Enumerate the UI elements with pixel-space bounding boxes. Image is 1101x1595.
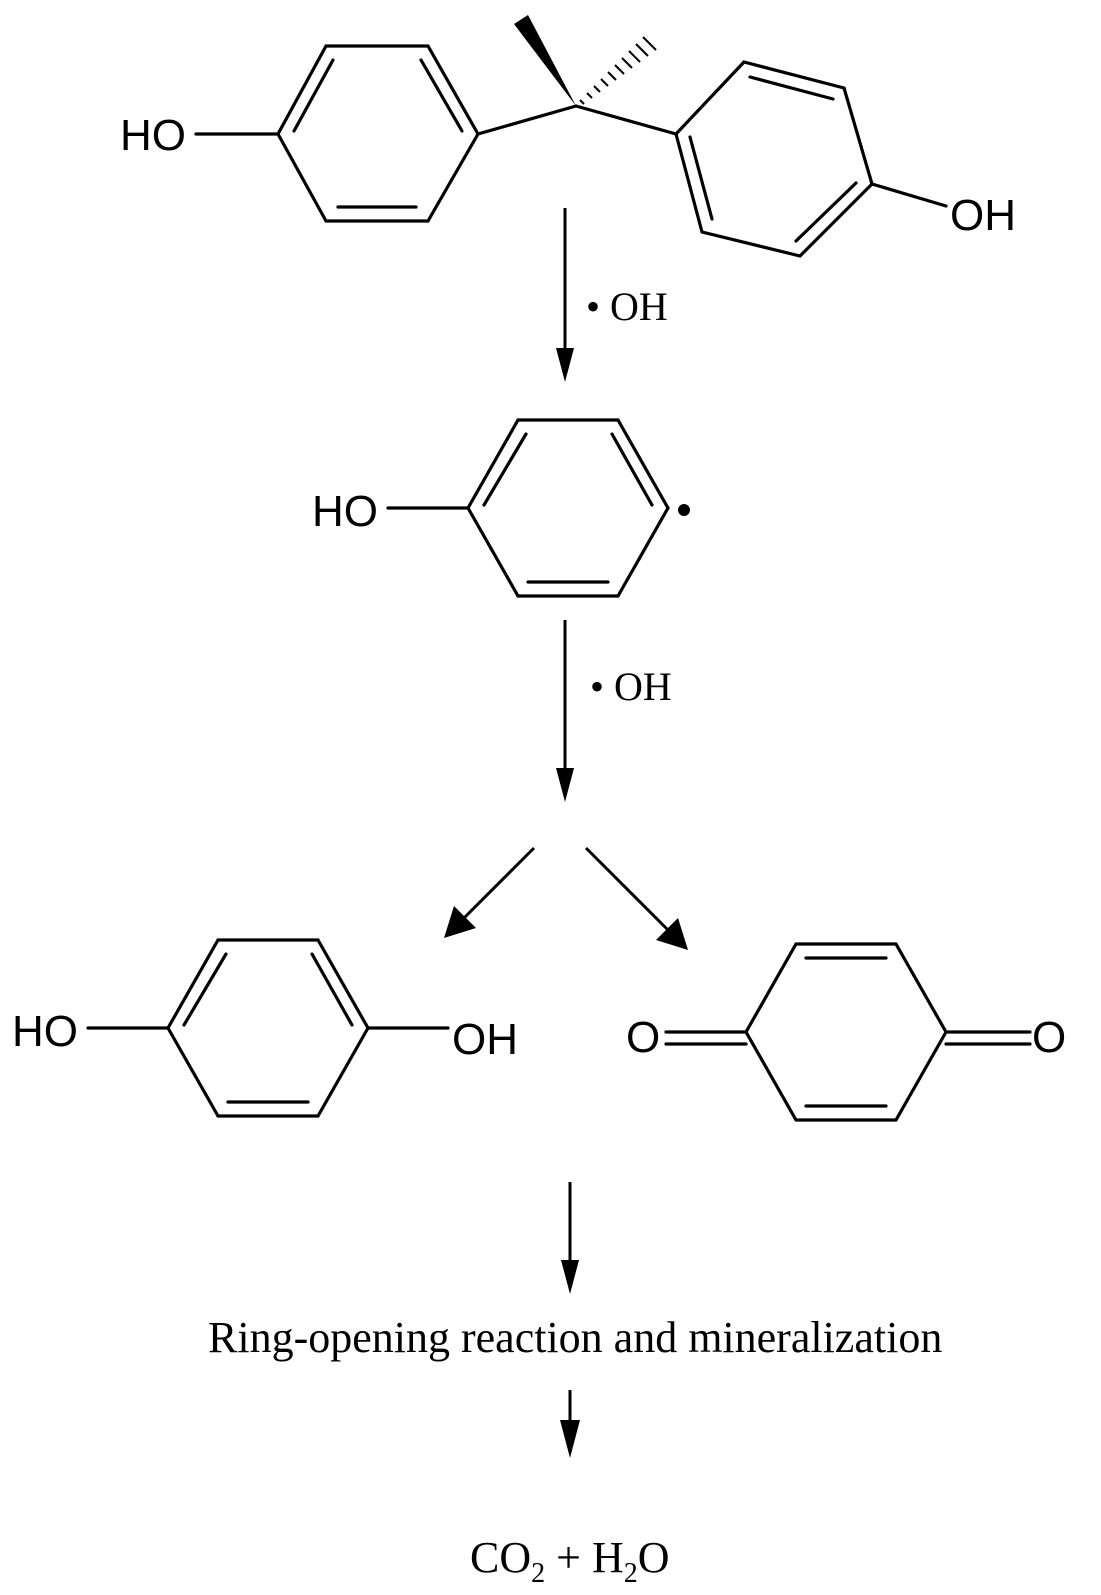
h2o-subscript: 2 bbox=[624, 1558, 638, 1589]
bpa-right-ring bbox=[674, 60, 874, 258]
hydroquinone-structure: HO OH bbox=[12, 938, 518, 1118]
branch-left-arrow bbox=[444, 846, 536, 938]
step1-reagent-label: • OH bbox=[586, 284, 668, 329]
step3-arrow bbox=[561, 1182, 579, 1294]
benzoquinone-structure: O O bbox=[626, 942, 1066, 1122]
bpa-oh-bond bbox=[870, 182, 948, 208]
bpa-oh-label: OH bbox=[950, 191, 1016, 240]
bpa-left-bridge-bond bbox=[476, 104, 578, 136]
co-text: CO bbox=[470, 1533, 531, 1582]
final-products-label: CO2 + H2O bbox=[470, 1533, 670, 1589]
plus-h-text: + H bbox=[545, 1533, 624, 1582]
phenoxy-ho-label: HO bbox=[312, 487, 378, 536]
hydroquinone-oh-label: OH bbox=[452, 1015, 518, 1064]
bpa-ho-label: HO bbox=[120, 111, 186, 160]
step2-reagent-label: • OH bbox=[590, 664, 672, 709]
phenoxy-radical-structure: HO bbox=[312, 418, 690, 598]
step4-arrow bbox=[560, 1390, 580, 1458]
benzoquinone-o-left-label: O bbox=[626, 1013, 660, 1062]
bpa-left-ring bbox=[276, 44, 480, 223]
benzoquinone-o-right-label: O bbox=[1032, 1013, 1066, 1062]
step1-arrow bbox=[556, 208, 574, 382]
bpa-wedge-methyl bbox=[514, 15, 576, 106]
co2-subscript: 2 bbox=[531, 1558, 545, 1589]
branch-right-arrow bbox=[584, 846, 688, 950]
o-text: O bbox=[638, 1533, 670, 1582]
ring-opening-label: Ring-opening reaction and mineralization bbox=[208, 1313, 942, 1362]
bpa-hash-methyl bbox=[579, 36, 657, 105]
bisphenol-a-structure: HO O bbox=[120, 15, 1016, 258]
bpa-right-bridge-bond bbox=[574, 104, 678, 136]
hydroquinone-ho-label: HO bbox=[12, 1007, 78, 1056]
step2-arrow bbox=[556, 620, 574, 802]
phenoxy-radical-dot bbox=[678, 504, 690, 516]
